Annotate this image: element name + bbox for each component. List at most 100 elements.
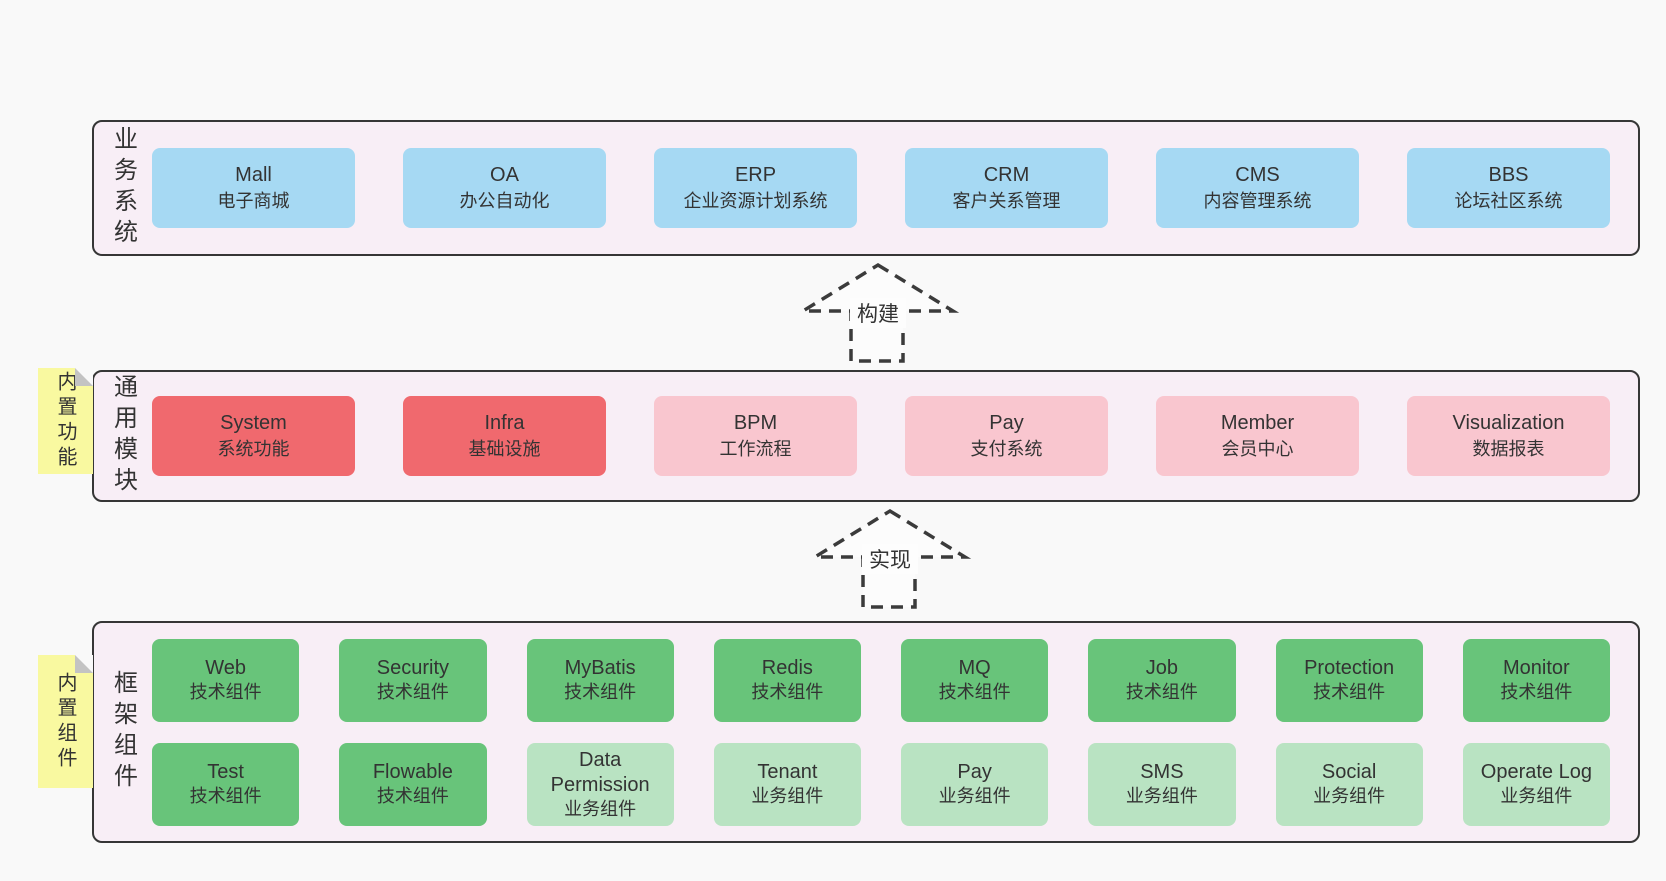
box-subtitle: 内容管理系统: [1203, 191, 1312, 212]
box-subtitle: 技术组件: [1313, 682, 1386, 703]
band-title-column: 通用模块: [94, 372, 152, 500]
box-protection: Protection 技术组件: [1275, 638, 1423, 722]
box-title: System: [220, 412, 287, 435]
box-operate-log: Operate Log 业务组件: [1462, 742, 1610, 826]
box-security: Security 技术组件: [339, 638, 487, 722]
box-title: Operate Log: [1480, 761, 1592, 784]
band-common-modules: 通用模块 System 系统功能 Infra 基础设施 BPM 工作流程 Pay…: [92, 370, 1640, 502]
box-title: OA: [490, 164, 519, 187]
box-title: Test: [207, 761, 244, 784]
box-subtitle: 办公自动化: [459, 191, 550, 212]
box-title: BBS: [1488, 164, 1529, 187]
box-title: Member: [1220, 412, 1295, 435]
box-subtitle: 技术组件: [751, 682, 824, 703]
box-tenant: Tenant 业务组件: [713, 742, 861, 826]
box-subtitle: 业务组件: [564, 798, 637, 819]
box-member: Member 会员中心: [1156, 396, 1359, 476]
box-social: Social 业务组件: [1275, 742, 1423, 826]
box-subtitle: 技术组件: [376, 682, 449, 703]
box-subtitle: 技术组件: [1500, 682, 1573, 703]
box-title: Protection: [1304, 657, 1395, 680]
band-row: Mall 电子商城 OA 办公自动化 ERP 企业资源计划系统 CRM 客户关系…: [152, 122, 1638, 254]
box-title: Data Permission: [550, 748, 650, 796]
box-title: Web: [205, 657, 246, 680]
box-subtitle: 论坛社区系统: [1454, 191, 1563, 212]
box-title: ERP: [734, 164, 777, 187]
box-title: Social: [1321, 761, 1377, 784]
box-cms: CMS 内容管理系统: [1156, 148, 1359, 228]
band-title: 业务系统: [109, 126, 137, 250]
box-title: Mall: [235, 164, 272, 187]
box-title: Tenant: [757, 761, 818, 784]
box-title: MyBatis: [564, 657, 636, 680]
folded-corner-icon: [75, 655, 93, 673]
arrow-label: 实现: [869, 549, 911, 572]
box-oa: OA 办公自动化: [403, 148, 606, 228]
band-title-column: 业务系统: [94, 122, 152, 254]
box-test: Test 技术组件: [152, 742, 300, 826]
box-visualization: Visualization 数据报表: [1407, 396, 1610, 476]
box-subtitle: 业务组件: [938, 786, 1011, 807]
box-title: CMS: [1235, 164, 1280, 187]
box-mall: Mall 电子商城: [152, 148, 355, 228]
box-bbs: BBS 论坛社区系统: [1407, 148, 1610, 228]
band-title: 框架组件: [109, 670, 137, 794]
box-mq: MQ 技术组件: [901, 638, 1049, 722]
note-built-in-components: 内置组件: [38, 655, 93, 788]
box-system: System 系统功能: [152, 396, 355, 476]
box-crm: CRM 客户关系管理: [905, 148, 1108, 228]
box-job: Job 技术组件: [1088, 638, 1236, 722]
box-subtitle: 数据报表: [1472, 439, 1545, 460]
box-web: Web 技术组件: [152, 638, 300, 722]
box-flowable: Flowable 技术组件: [339, 742, 487, 826]
box-subtitle: 会员中心: [1221, 439, 1294, 460]
box-title: Pay: [957, 761, 992, 784]
box-title: Infra: [484, 412, 525, 435]
box-subtitle: 业务组件: [1125, 786, 1198, 807]
box-erp: ERP 企业资源计划系统: [654, 148, 857, 228]
band-row-business: Test 技术组件 Flowable 技术组件 Data Permission …: [152, 742, 1610, 826]
box-title: Redis: [761, 657, 813, 680]
box-subtitle: 技术组件: [189, 682, 262, 703]
box-title: SMS: [1140, 761, 1184, 784]
box-title: Monitor: [1503, 657, 1570, 680]
note-label: 内置功能: [54, 371, 76, 471]
note-built-in-features: 内置功能: [38, 368, 93, 474]
box-title: CRM: [983, 164, 1030, 187]
box-title: MQ: [958, 657, 991, 680]
arrow-label-background: [862, 544, 918, 574]
box-subtitle: 技术组件: [189, 786, 262, 807]
box-title: Flowable: [372, 761, 453, 784]
box-subtitle: 业务组件: [751, 786, 824, 807]
band-title-column: 框架组件: [94, 623, 152, 841]
note-label: 内置组件: [54, 671, 76, 772]
box-subtitle: 电子商城: [217, 191, 290, 212]
box-title: Pay: [989, 412, 1024, 435]
box-subtitle: 工作流程: [719, 439, 792, 460]
box-subtitle: 技术组件: [938, 682, 1011, 703]
box-title: Security: [376, 657, 449, 680]
box-title: Job: [1145, 657, 1178, 680]
box-infra: Infra 基础设施: [403, 396, 606, 476]
box-redis: Redis 技术组件: [713, 638, 861, 722]
box-title: Visualization: [1452, 412, 1565, 435]
box-subtitle: 客户关系管理: [952, 191, 1061, 212]
box-title: BPM: [733, 412, 778, 435]
folded-corner-icon: [75, 368, 93, 386]
arrow-label-background: [850, 298, 906, 328]
band-row: System 系统功能 Infra 基础设施 BPM 工作流程 Pay 支付系统…: [152, 372, 1638, 500]
band-framework-components: 框架组件 Web 技术组件 Security 技术组件 MyBatis 技术组件…: [92, 621, 1640, 843]
box-subtitle: 系统功能: [217, 439, 290, 460]
box-sms: SMS 业务组件: [1088, 742, 1236, 826]
box-mybatis: MyBatis 技术组件: [526, 638, 674, 722]
arrow-build: 构建: [796, 262, 960, 363]
box-subtitle: 业务组件: [1500, 786, 1573, 807]
box-monitor: Monitor 技术组件: [1462, 638, 1610, 722]
box-pay-module: Pay 支付系统: [905, 396, 1108, 476]
band-row-tech: Web 技术组件 Security 技术组件 MyBatis 技术组件 Redi…: [152, 638, 1610, 722]
box-subtitle: 企业资源计划系统: [683, 191, 828, 212]
band-title: 通用模块: [109, 374, 137, 498]
box-subtitle: 基础设施: [468, 439, 541, 460]
box-pay-component: Pay 业务组件: [901, 742, 1049, 826]
